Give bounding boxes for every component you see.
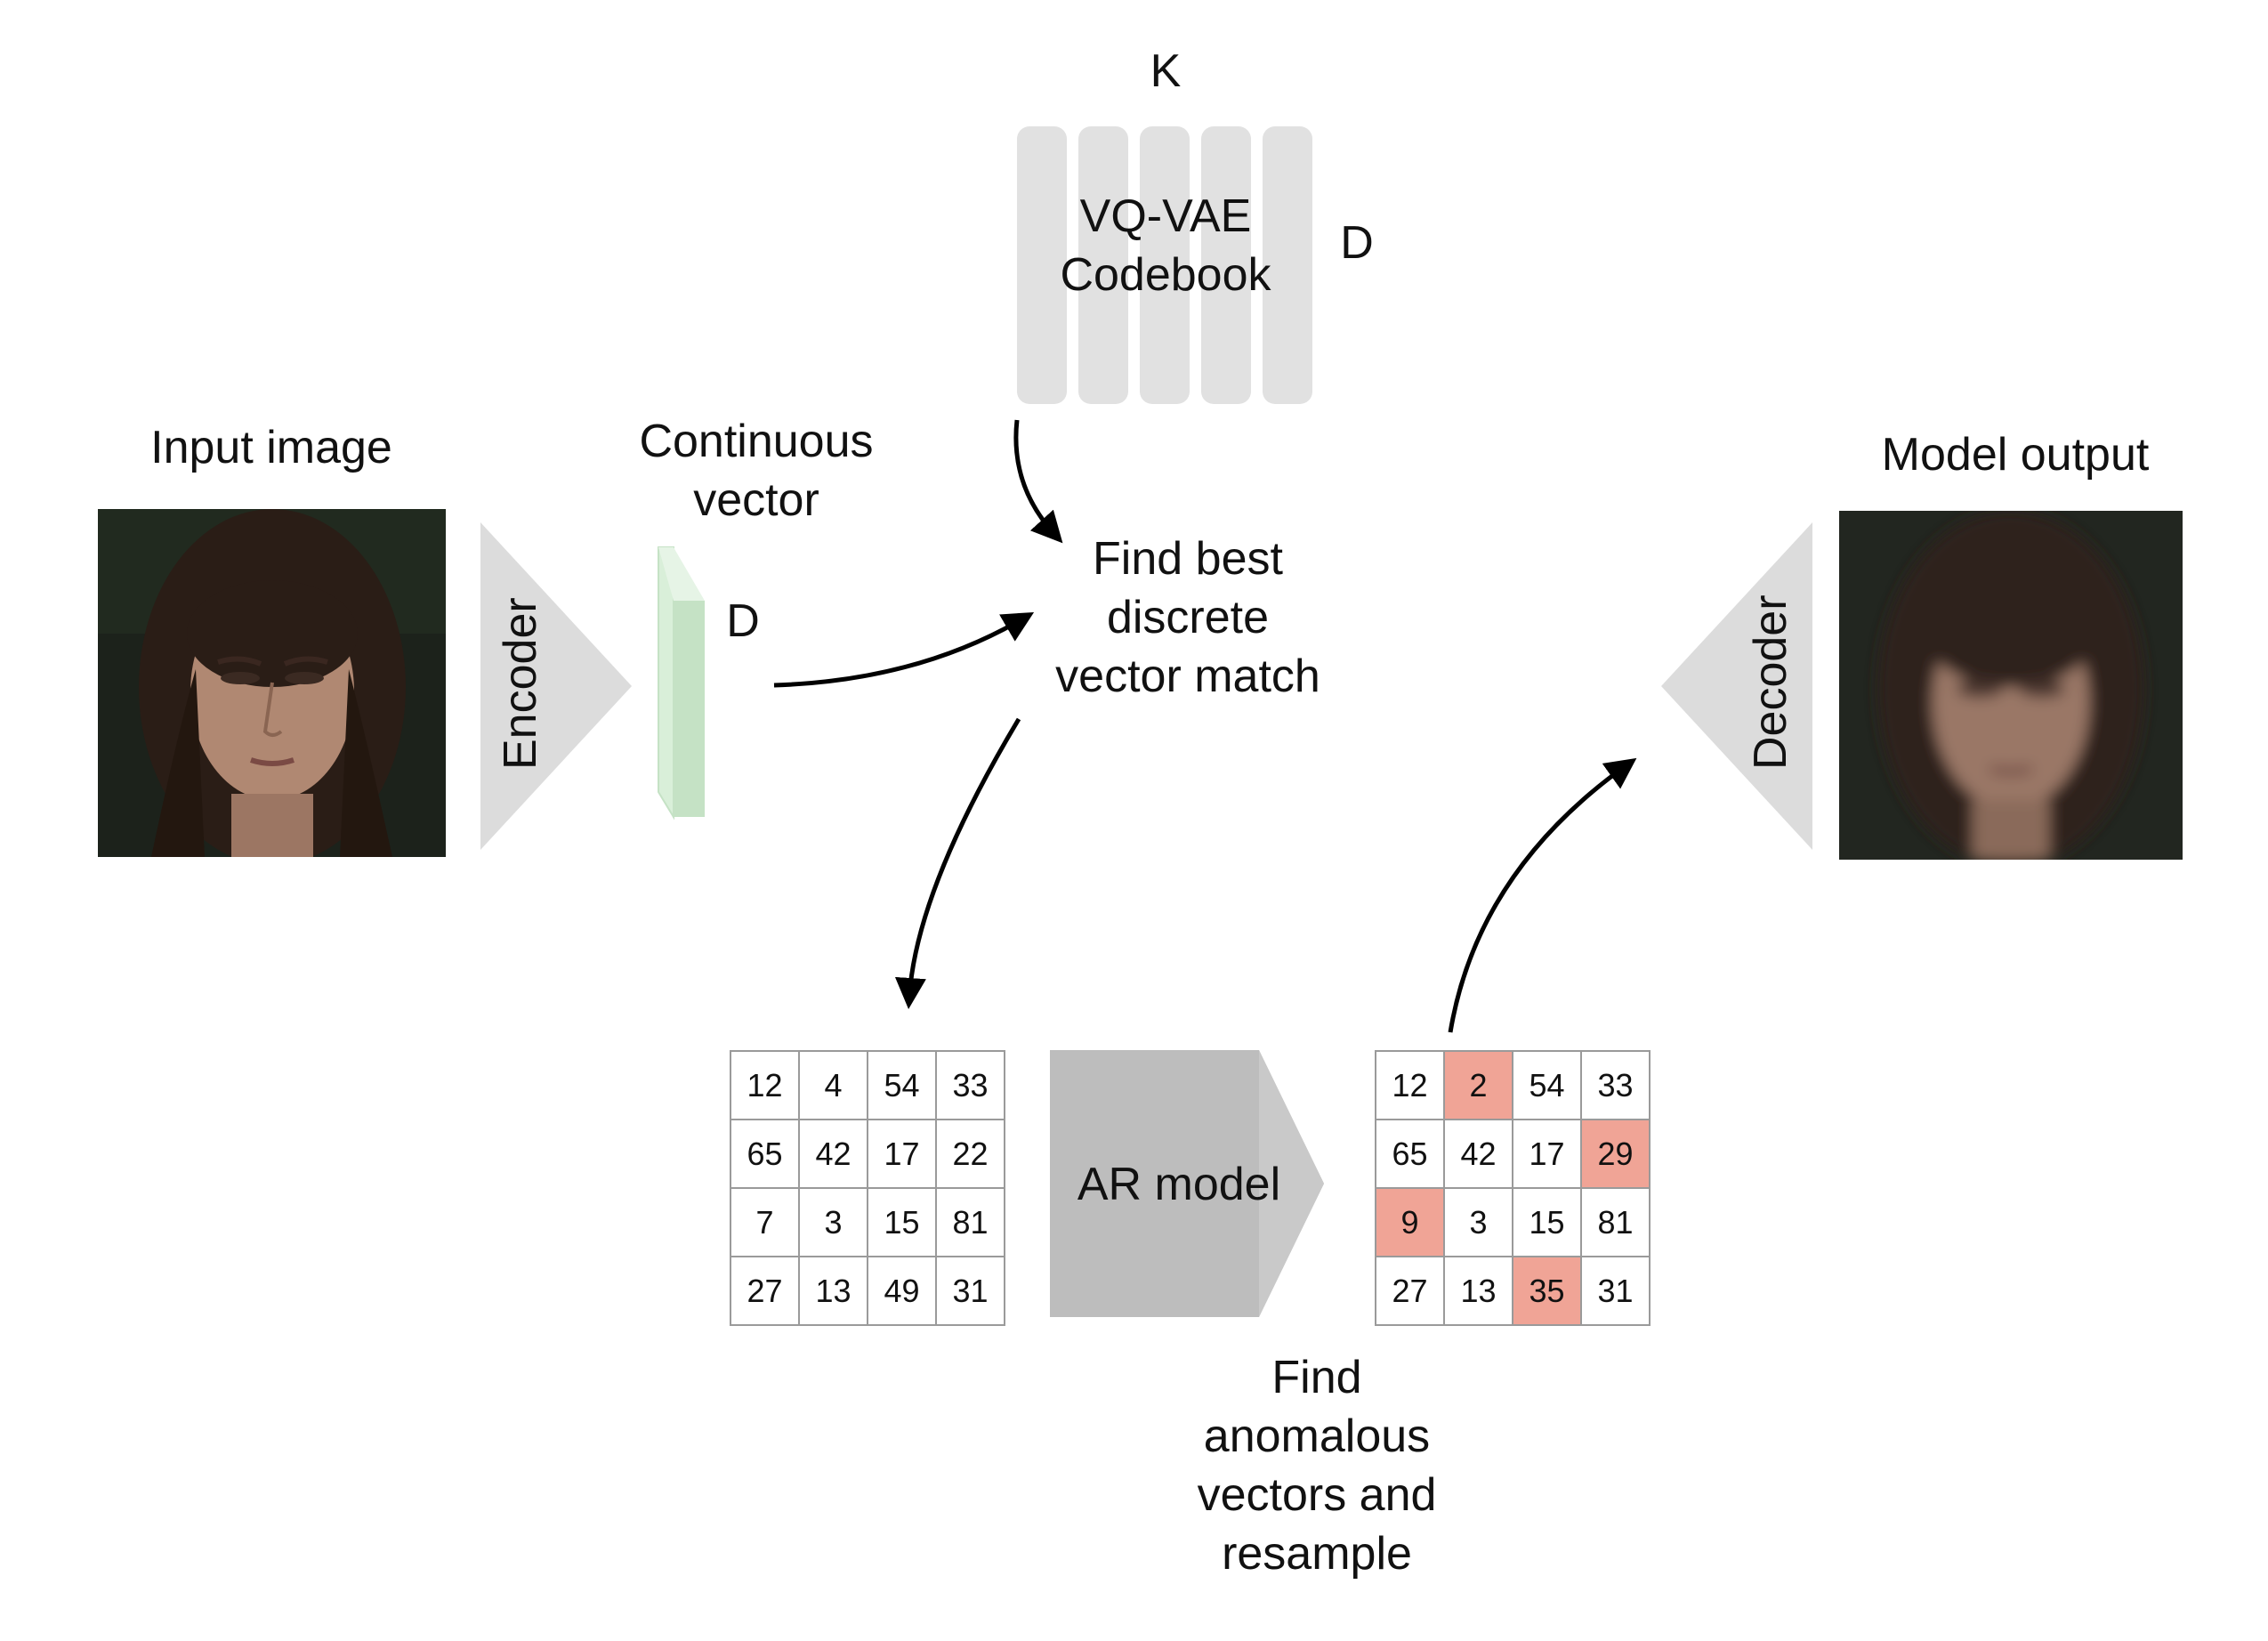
continuous-vector-label: Continuous vector [639,416,874,526]
arrow-vector-to-match [773,611,1035,688]
continuous-vector-top [658,547,705,601]
grid-cell: 3 [1443,1187,1513,1257]
match-label: Find best discrete vector match [1055,533,1320,702]
grid-cell: 33 [1580,1050,1651,1120]
grid-cell: 4 [798,1050,868,1120]
codebook-vector-3 [1140,126,1190,404]
decoder-label: Decoder [1745,594,1796,770]
codebook-vector-4 [1201,126,1251,404]
grid-cell: 54 [867,1050,937,1120]
model-output-image [1839,511,2183,860]
grid-cell: 15 [867,1187,937,1257]
grid-cell-anomalous: 29 [1580,1119,1651,1189]
anomaly-label: Find anomalous vectors and resample [1197,1352,1437,1580]
ar-model-block [1050,1050,1324,1317]
grid-cell: 31 [935,1256,1005,1326]
grid-cell-anomalous: 9 [1375,1187,1445,1257]
input-image [98,509,446,857]
arrow-match-to-grid [894,717,1021,1009]
grid-cell: 65 [1375,1119,1445,1189]
encoder-triangle [480,522,632,850]
input-image-label: Input image [150,422,392,473]
grid-cell: 49 [867,1256,937,1326]
codebook-vector-1 [1017,126,1067,404]
grid-cell: 15 [1512,1187,1582,1257]
grid-cell: 13 [1443,1256,1513,1326]
ar-model-label: AR model [1077,1159,1281,1210]
codebook-d-label: D [1340,217,1374,269]
grid-cell: 7 [730,1187,800,1257]
decoder-triangle [1661,522,1812,850]
codebook-vector-5 [1263,126,1312,404]
arrow-grid-to-decoder [1448,757,1637,1033]
grid-cell: 81 [935,1187,1005,1257]
ar-model-tip [1259,1050,1324,1317]
grid-cell-anomalous: 2 [1443,1050,1513,1120]
grid-cell: 65 [730,1119,800,1189]
grid-cell: 17 [867,1119,937,1189]
grid-cell: 13 [798,1256,868,1326]
codebook-vector-2 [1078,126,1128,404]
grid-cell: 81 [1580,1187,1651,1257]
arrow-codebook-to-match [1013,419,1063,544]
grid-cell: 27 [730,1256,800,1326]
continuous-vector-front [674,601,705,817]
encoder-label: Encoder [495,597,546,770]
codebook-k-label: K [1150,45,1182,97]
grid-cell: 17 [1512,1119,1582,1189]
grid-cell: 12 [730,1050,800,1120]
grid-cell: 27 [1375,1256,1445,1326]
grid-cell: 12 [1375,1050,1445,1120]
vector-dim-label: D [726,595,760,647]
grid-cell: 33 [935,1050,1005,1120]
grid-cell-anomalous: 35 [1512,1256,1582,1326]
grid-cell: 22 [935,1119,1005,1189]
grid-cell: 42 [798,1119,868,1189]
grid-cell: 54 [1512,1050,1582,1120]
grid-cell: 3 [798,1187,868,1257]
codebook-title: VQ-VAE Codebook [1060,190,1271,301]
model-output-label: Model output [1881,429,2150,481]
grid-cell: 31 [1580,1256,1651,1326]
grid-cell: 42 [1443,1119,1513,1189]
